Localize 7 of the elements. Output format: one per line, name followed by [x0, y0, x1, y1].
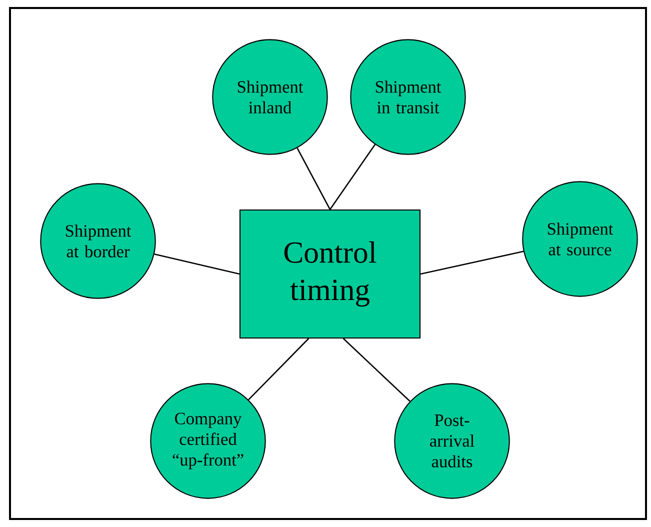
connector-line	[342, 338, 410, 402]
connector-line	[420, 250, 524, 275]
process-box: Control timing	[239, 209, 421, 339]
connector-line	[329, 144, 376, 210]
connector-line	[248, 338, 310, 400]
connector-line	[154, 253, 240, 275]
connector-line	[296, 148, 331, 210]
